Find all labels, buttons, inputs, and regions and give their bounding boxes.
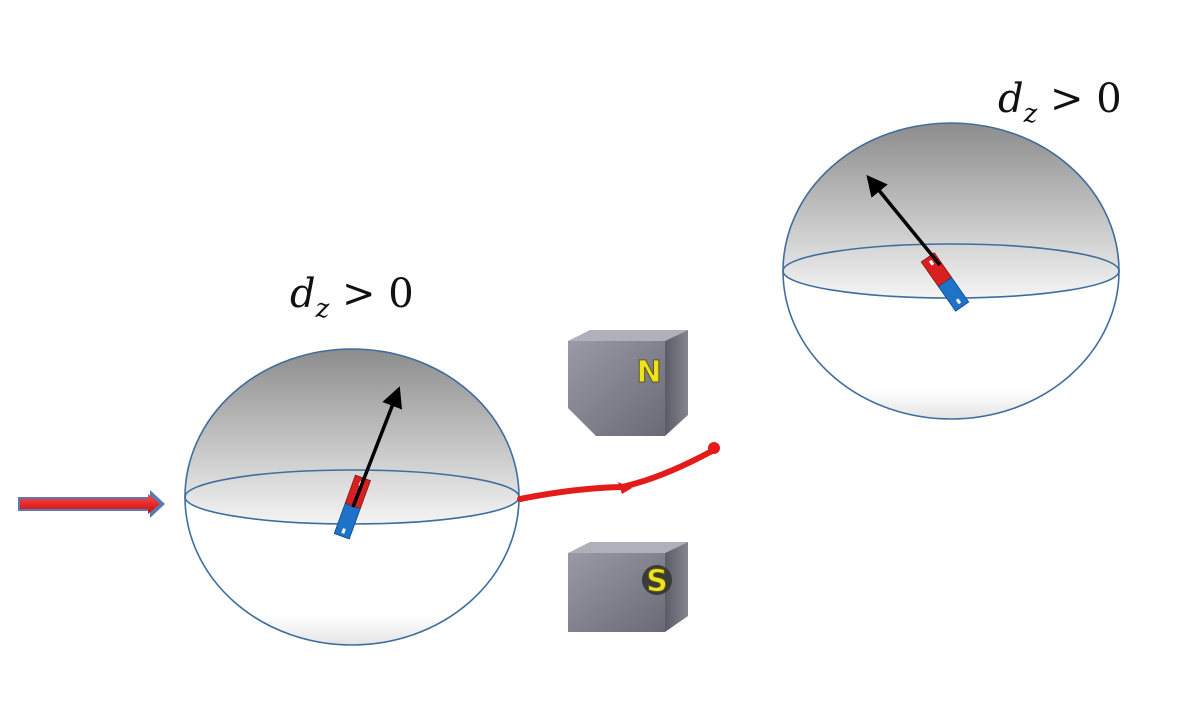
right-condition-sub: z <box>1023 99 1038 129</box>
north-pole-label: N <box>636 355 661 390</box>
left-condition-rel: > 0 <box>329 271 413 317</box>
spin-vector-arrow-icon <box>351 386 402 508</box>
right-condition-rel: > 0 <box>1037 76 1121 122</box>
right-condition-var: d <box>998 76 1024 122</box>
bar-magnet-icon <box>920 252 970 312</box>
right-condition-label: dz > 0 <box>998 76 1122 129</box>
left-bloch-sphere <box>184 348 520 646</box>
magnet-north: N <box>568 330 688 436</box>
left-condition-var: d <box>290 271 316 317</box>
left-condition-sub: z <box>315 294 330 324</box>
left-condition-label: dz > 0 <box>290 271 414 324</box>
south-pole-label: S <box>646 564 668 599</box>
right-bloch-sphere <box>782 122 1120 420</box>
spin-vector-arrow-icon <box>866 174 942 267</box>
magnet-south: S <box>568 542 688 632</box>
incoming-beam-arrow <box>18 490 165 518</box>
deflected-beam <box>517 442 720 502</box>
